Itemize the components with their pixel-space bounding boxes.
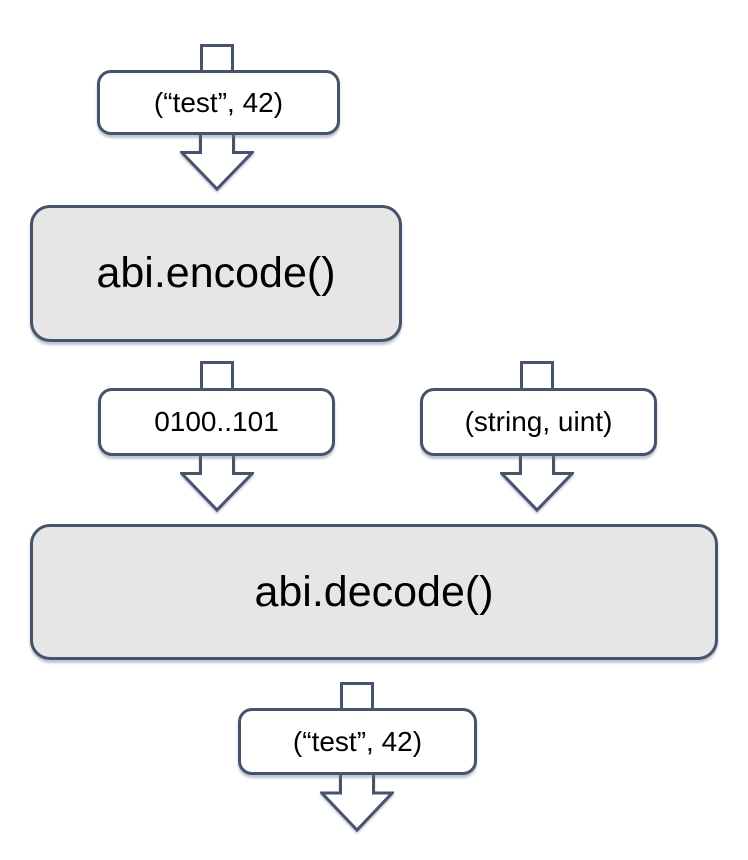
- node-output-tuple-label: (“test”, 42): [292, 725, 423, 757]
- node-encode-label: abi.encode(): [96, 249, 336, 297]
- connector-stub-bytes: [200, 361, 234, 391]
- connector-stub-output: [340, 682, 374, 711]
- node-types-tuple-label: (string, uint): [464, 406, 613, 437]
- node-output-tuple: (“test”, 42): [238, 708, 477, 775]
- node-encoded-bytes: 0100..101: [98, 388, 335, 456]
- down-arrow-icon: [180, 132, 254, 191]
- down-arrow-icon: [180, 453, 254, 512]
- node-input-tuple: (“test”, 42): [97, 70, 340, 135]
- node-decode: abi.decode(): [30, 524, 718, 660]
- node-encode: abi.encode(): [30, 205, 402, 342]
- node-types-tuple: (string, uint): [420, 388, 657, 456]
- down-arrow-icon: [500, 453, 574, 512]
- node-decode-label: abi.decode(): [254, 567, 494, 616]
- down-arrow-icon: [320, 772, 394, 832]
- connector-stub-types: [520, 361, 554, 391]
- node-encoded-bytes-label: 0100..101: [154, 406, 279, 437]
- connector-stub-input: [200, 44, 234, 73]
- node-input-tuple-label: (“test”, 42): [153, 86, 284, 118]
